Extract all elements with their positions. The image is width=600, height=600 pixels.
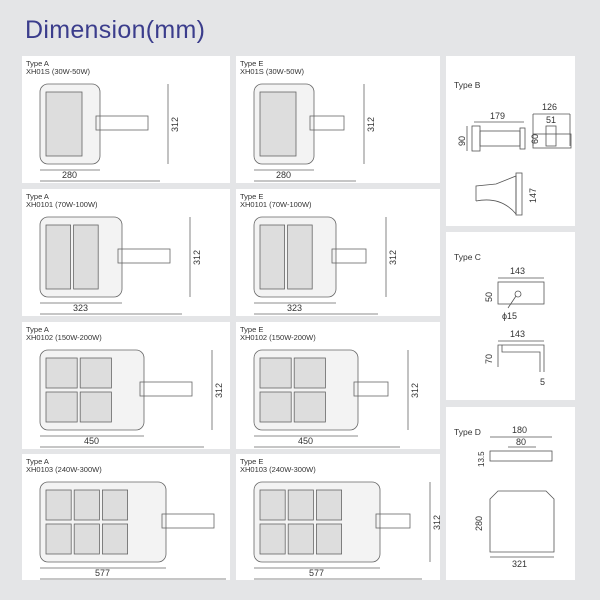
model-label: XH01S (30W-50W) — [26, 67, 91, 76]
svg-text:70: 70 — [484, 354, 494, 364]
type-b-label: Type B — [454, 80, 481, 90]
height-dim: 312 — [170, 117, 180, 132]
inner-width-dim: 323 — [73, 303, 88, 313]
inner-width-dim: 577 — [309, 568, 324, 578]
inner-width-dim: 450 — [298, 436, 313, 446]
svg-text:ϕ15: ϕ15 — [502, 311, 517, 321]
luminaire-drawing: 312 280 481 — [39, 83, 180, 183]
luminaire-drawing: 312 323 524 — [39, 216, 202, 316]
outer-width-dim: 700 — [309, 580, 324, 581]
outer-width-dim: 481 — [62, 182, 77, 183]
height-dim: 312 — [388, 250, 398, 265]
luminaire-drawing: 312 280 407 — [253, 83, 376, 183]
outer-width-dim: 524 — [73, 315, 88, 316]
dim: 179 — [490, 111, 505, 121]
outer-width-dim: 450 — [287, 315, 302, 316]
panel-type-d: Type D 180 80 13.5 280 321 — [446, 407, 575, 580]
svg-text:143: 143 — [510, 266, 525, 276]
height-dim: 312 — [366, 117, 376, 132]
panel-type-c: Type C 143 50 ϕ15 143 70 5 — [446, 232, 575, 400]
inner-width-dim: 280 — [62, 170, 77, 180]
type-label: Type E — [240, 457, 264, 466]
type-label: Type E — [240, 325, 264, 334]
svg-text:126: 126 — [542, 102, 557, 112]
height-dim: 312 — [432, 515, 442, 530]
svg-text:51: 51 — [546, 115, 556, 125]
model-label: XH0102 (150W-200W) — [240, 333, 316, 342]
luminaire-drawing: 312 450 651 — [39, 349, 224, 449]
type-label: Type E — [240, 192, 264, 201]
type-c-label: Type C — [454, 252, 481, 262]
outer-width-dim: 651 — [84, 448, 99, 449]
type-label: Type E — [240, 59, 264, 68]
svg-text:280: 280 — [474, 516, 484, 531]
luminaire-drawing: 312577778 — [39, 481, 226, 581]
inner-width-dim: 450 — [84, 436, 99, 446]
outer-width-dim: 577 — [298, 448, 313, 449]
type-c-drawing: 143 50 ϕ15 143 70 5 — [484, 266, 545, 387]
svg-text:321: 321 — [512, 559, 527, 569]
svg-text:13.5: 13.5 — [477, 451, 486, 467]
page-title: Dimension(mm) — [25, 16, 206, 44]
type-d-label: Type D — [454, 427, 481, 437]
luminaire-drawing: 312 450 577 — [253, 349, 420, 449]
inner-width-dim: 323 — [287, 303, 302, 313]
svg-text:5: 5 — [540, 377, 545, 387]
outer-width-dim: 778 — [95, 580, 110, 581]
height-dim: 312 — [410, 383, 420, 398]
height-dim: 312 — [214, 383, 224, 398]
model-label: XH0102 (150W-200W) — [26, 333, 102, 342]
svg-text:60: 60 — [530, 134, 540, 144]
model-label: XH01S (30W-50W) — [240, 67, 305, 76]
luminaire-drawing: 312 577 700 — [253, 481, 442, 581]
type-b-drawing: 179 90 60 126 51 147 — [457, 102, 572, 216]
panel-type-b: Type B 179 90 60 126 51 147 — [446, 56, 575, 226]
type-label: Type A — [26, 325, 49, 334]
luminaire-drawing: 312 323 450 — [253, 216, 398, 316]
svg-text:147: 147 — [528, 188, 538, 203]
model-label: XH0101 (70W-100W) — [240, 200, 312, 209]
model-label: XH0101 (70W-100W) — [26, 200, 98, 209]
inner-width-dim: 577 — [95, 568, 110, 578]
model-label: XH0103 (240W-300W) — [240, 465, 316, 474]
type-label: Type A — [26, 457, 49, 466]
inner-width-dim: 280 — [276, 170, 291, 180]
svg-text:90: 90 — [457, 136, 467, 146]
height-dim: 312 — [192, 250, 202, 265]
svg-text:143: 143 — [510, 329, 525, 339]
svg-text:80: 80 — [516, 437, 526, 447]
svg-text:50: 50 — [484, 292, 494, 302]
type-d-drawing: 180 80 13.5 280 321 — [474, 425, 555, 569]
model-label: XH0103 (240W-300W) — [26, 465, 102, 474]
svg-text:180: 180 — [512, 425, 527, 435]
outer-width-dim: 407 — [276, 182, 291, 183]
type-label: Type A — [26, 59, 49, 68]
type-label: Type A — [26, 192, 49, 201]
